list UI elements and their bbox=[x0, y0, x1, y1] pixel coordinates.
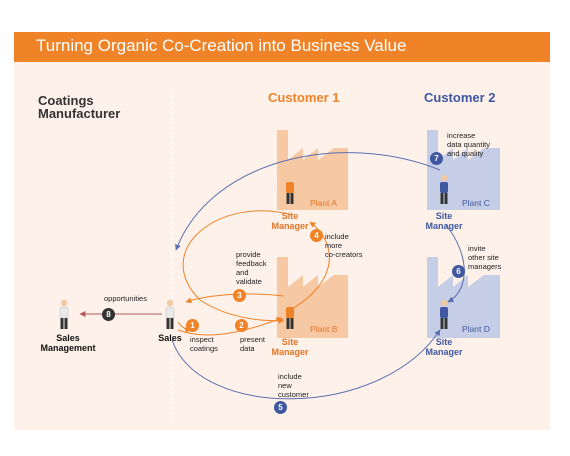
factory-plant-a bbox=[277, 130, 348, 210]
step-5-badge: 5 bbox=[274, 401, 287, 414]
plant-d-label: Plant D bbox=[462, 324, 490, 334]
step-4-label: include more co-creators bbox=[325, 232, 363, 259]
plant-a-label: Plant A bbox=[310, 198, 337, 208]
step-1-badge: 1 bbox=[186, 319, 199, 332]
person-sales bbox=[165, 299, 175, 329]
sales-management-label: Sales Management bbox=[40, 333, 96, 353]
title-bar bbox=[14, 32, 550, 62]
step-3-badge: 3 bbox=[233, 289, 246, 302]
step-2-label: present data bbox=[240, 335, 266, 353]
diagram-title: Turning Organic Co-Creation into Busines… bbox=[36, 36, 407, 55]
person-site-manager-b bbox=[286, 299, 294, 329]
diagram-panel bbox=[14, 32, 550, 430]
site-manager-c-label: Site Manager bbox=[425, 211, 463, 231]
header-customer-1: Customer 1 bbox=[268, 90, 340, 105]
step-6-badge: 6 bbox=[452, 265, 465, 278]
header-customer-2: Customer 2 bbox=[424, 90, 496, 105]
person-site-manager-a bbox=[286, 174, 294, 204]
step-8-badge: 8 bbox=[102, 308, 115, 321]
step-3-label: provide feedback and validate bbox=[236, 250, 267, 286]
site-manager-d-label: Site Manager bbox=[425, 337, 463, 357]
person-site-manager-d bbox=[440, 299, 448, 329]
step-8-label: opportunities bbox=[104, 294, 147, 303]
plant-c-label: Plant C bbox=[462, 198, 490, 208]
header-coatings-manufacturer: Coatings Manufacturer bbox=[38, 93, 121, 121]
step-7-badge: 7 bbox=[430, 152, 443, 165]
step-5-label: include new customer bbox=[278, 372, 309, 399]
arrow-step-2 bbox=[177, 317, 283, 336]
arrow-step-5 bbox=[171, 329, 441, 400]
step-1-label: inspect coatings bbox=[190, 335, 218, 353]
step-4-badge: 4 bbox=[310, 229, 323, 242]
person-site-manager-c bbox=[440, 174, 448, 204]
site-manager-a-label: Site Manager bbox=[271, 211, 309, 231]
factory-plant-b bbox=[277, 257, 348, 338]
person-sales-management bbox=[59, 299, 69, 329]
arrow-step-3 bbox=[185, 293, 285, 304]
step-7-label: increase data quantity and quality bbox=[447, 131, 490, 158]
arrow-step-4 bbox=[182, 210, 293, 324]
step-6-label: invite other site managers bbox=[468, 244, 502, 271]
step-2-badge: 2 bbox=[235, 319, 248, 332]
arrow-step-7 bbox=[175, 152, 441, 251]
sales-label: Sales bbox=[158, 333, 182, 343]
site-manager-b-label: Site Manager bbox=[271, 337, 309, 357]
plant-b-label: Plant B bbox=[310, 324, 338, 334]
